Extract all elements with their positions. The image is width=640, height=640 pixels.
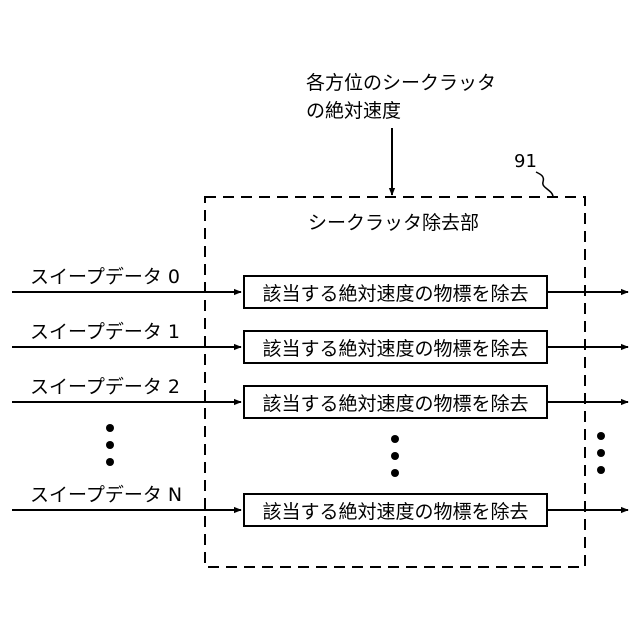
ellipsis-dots-left xyxy=(106,424,114,466)
removal-process-box-n: 該当する絶対速度の物標を除去 xyxy=(243,493,548,527)
removal-process-box-1: 該当する絶対速度の物標を除去 xyxy=(243,330,548,364)
unit-title: シークラッタ除去部 xyxy=(308,212,479,234)
sweep-label-0: スイープデータ 0 xyxy=(30,266,180,288)
removal-process-box-0: 該当する絶対速度の物標を除去 xyxy=(243,275,548,309)
removal-process-box-2: 該当する絶対速度の物標を除去 xyxy=(243,385,548,419)
sweep-label-2: スイープデータ 2 xyxy=(30,376,180,398)
input-label-line-2: の絶対速度 xyxy=(306,100,401,122)
reference-leader-line xyxy=(536,172,553,197)
sweep-label-n: スイープデータ N xyxy=(30,484,182,506)
reference-numeral: 91 xyxy=(514,151,537,173)
input-label-line-1: 各方位のシークラッタ xyxy=(306,72,496,94)
sweep-label-1: スイープデータ 1 xyxy=(30,321,180,343)
ellipsis-dots-right xyxy=(597,432,605,474)
ellipsis-dots-center xyxy=(391,435,399,477)
